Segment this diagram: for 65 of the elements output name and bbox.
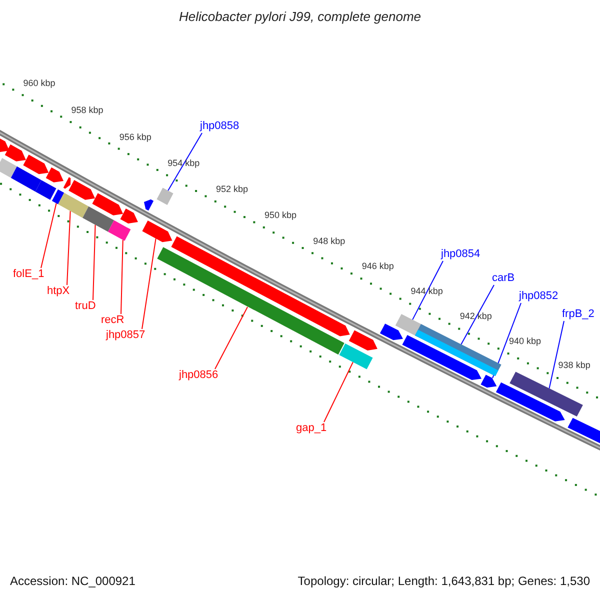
gene-feature (63, 177, 71, 189)
scale-label: 956 kbp (119, 132, 152, 142)
gene-feature (68, 180, 95, 200)
gene-feature (4, 144, 26, 162)
gene-feature (23, 154, 49, 174)
gene-feature (157, 247, 344, 355)
leader-line (548, 320, 564, 389)
leader-line (120, 239, 124, 314)
gene-label: jhp0854 (441, 248, 480, 261)
scale-label: 946 kbp (362, 261, 394, 272)
gene-feature (0, 158, 17, 178)
gene-label: gap_1 (296, 422, 327, 435)
gene-feature (10, 166, 42, 192)
gene-feature (171, 236, 350, 336)
gene-feature (92, 193, 124, 216)
gene-feature (348, 330, 378, 351)
scale-label: 960 kbp (23, 78, 56, 88)
gene-feature (0, 138, 10, 152)
scale-label: 938 kbp (558, 360, 590, 371)
gene-feature (496, 382, 565, 422)
gene-label: folE_1 (13, 268, 44, 281)
gene-label: htpX (47, 285, 70, 298)
scale-label: 950 kbp (264, 210, 296, 220)
scale-label: 952 kbp (216, 184, 248, 194)
gene-label: jhp0852 (519, 290, 558, 303)
accession-text: Accession: NC_000921 (10, 575, 136, 589)
gene-feature (144, 199, 154, 211)
leader-line (214, 306, 248, 370)
gene-feature (142, 220, 172, 242)
genome-info-text: Topology: circular; Length: 1,643,831 bp; Genes: 1,530 (298, 575, 590, 589)
gene-feature (46, 167, 64, 182)
scale-label: 944 kbp (410, 286, 443, 297)
gene-feature (108, 220, 131, 241)
gene-feature (52, 189, 64, 204)
gene-feature (380, 324, 403, 340)
scale-label: 948 kbp (313, 236, 346, 246)
leader-line (168, 132, 202, 192)
gene-label: truD (75, 300, 96, 313)
leader-line (460, 284, 494, 345)
gene-label: recR (101, 314, 124, 327)
gene-label: frpB_2 (562, 308, 594, 321)
gene-feature (35, 180, 56, 200)
gene-label: jhp0856 (179, 369, 218, 382)
title: Helicobacter pylori J99, complete genome (178, 10, 422, 25)
gene-feature (414, 324, 502, 376)
leader-line (66, 210, 71, 286)
gene-feature (120, 208, 138, 224)
gene-feature (510, 372, 583, 416)
leader-line (142, 238, 156, 330)
gene-label: jhp0858 (200, 120, 240, 133)
leader-line (324, 362, 354, 422)
scale-label: 958 kbp (71, 104, 104, 116)
gene-feature (402, 334, 482, 380)
gene-label: carB (492, 272, 515, 285)
gene-feature (156, 188, 174, 205)
gene-label: jhp0857 (106, 329, 146, 342)
gene-feature (480, 374, 497, 388)
gene-feature (339, 344, 373, 370)
scale-label: 940 kbp (509, 336, 542, 346)
gene-feature (82, 206, 114, 232)
leader-line (40, 202, 57, 268)
scale-label: 954 kbp (168, 158, 200, 168)
scale-label: 942 kbp (460, 311, 492, 322)
gene-feature (58, 192, 89, 218)
leader-line (92, 224, 96, 300)
